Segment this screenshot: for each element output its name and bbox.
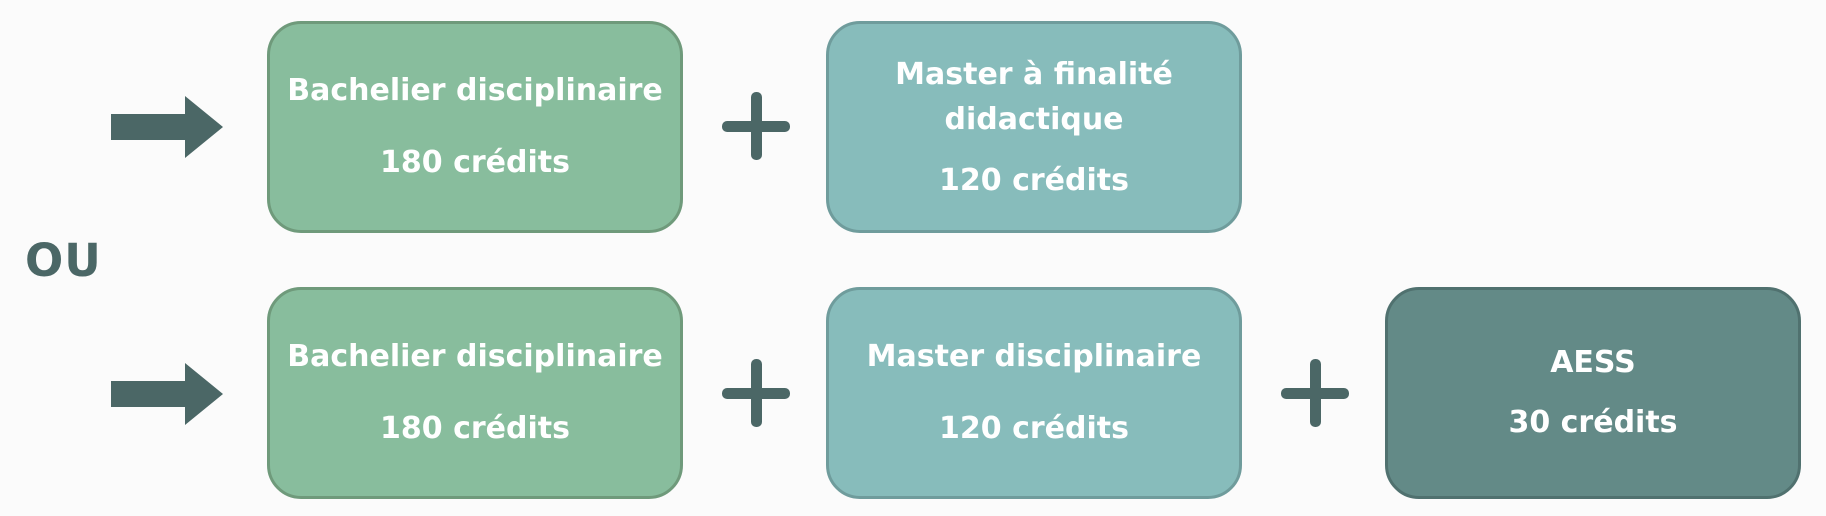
box-title: Bachelier disciplinaire xyxy=(287,73,663,108)
box-credits: 120 crédits xyxy=(939,411,1129,446)
box-title: Master à finalité didactique xyxy=(895,57,1173,137)
ou-separator-label: OU xyxy=(25,234,102,287)
master-disciplinaire-box: Master disciplinaire 120 crédits xyxy=(826,287,1242,499)
box-title: Bachelier disciplinaire xyxy=(287,339,663,374)
master-finalite-didactique-box: Master à finalité didactique 120 crédits xyxy=(826,21,1242,233)
plus-icon xyxy=(722,359,790,427)
box-title: AESS xyxy=(1550,345,1636,380)
box-credits: 120 crédits xyxy=(939,163,1129,198)
plus-icon xyxy=(1281,359,1349,427)
right-arrow-icon xyxy=(111,96,223,158)
box-credits: 30 crédits xyxy=(1508,405,1678,440)
box-title: Master disciplinaire xyxy=(866,339,1202,374)
aess-box: AESS 30 crédits xyxy=(1385,287,1801,499)
box-credits: 180 crédits xyxy=(380,145,570,180)
plus-icon xyxy=(722,92,790,160)
right-arrow-icon xyxy=(111,363,223,425)
bachelier-disciplinaire-box: Bachelier disciplinaire 180 crédits xyxy=(267,21,683,233)
bachelier-disciplinaire-box: Bachelier disciplinaire 180 crédits xyxy=(267,287,683,499)
box-credits: 180 crédits xyxy=(380,411,570,446)
